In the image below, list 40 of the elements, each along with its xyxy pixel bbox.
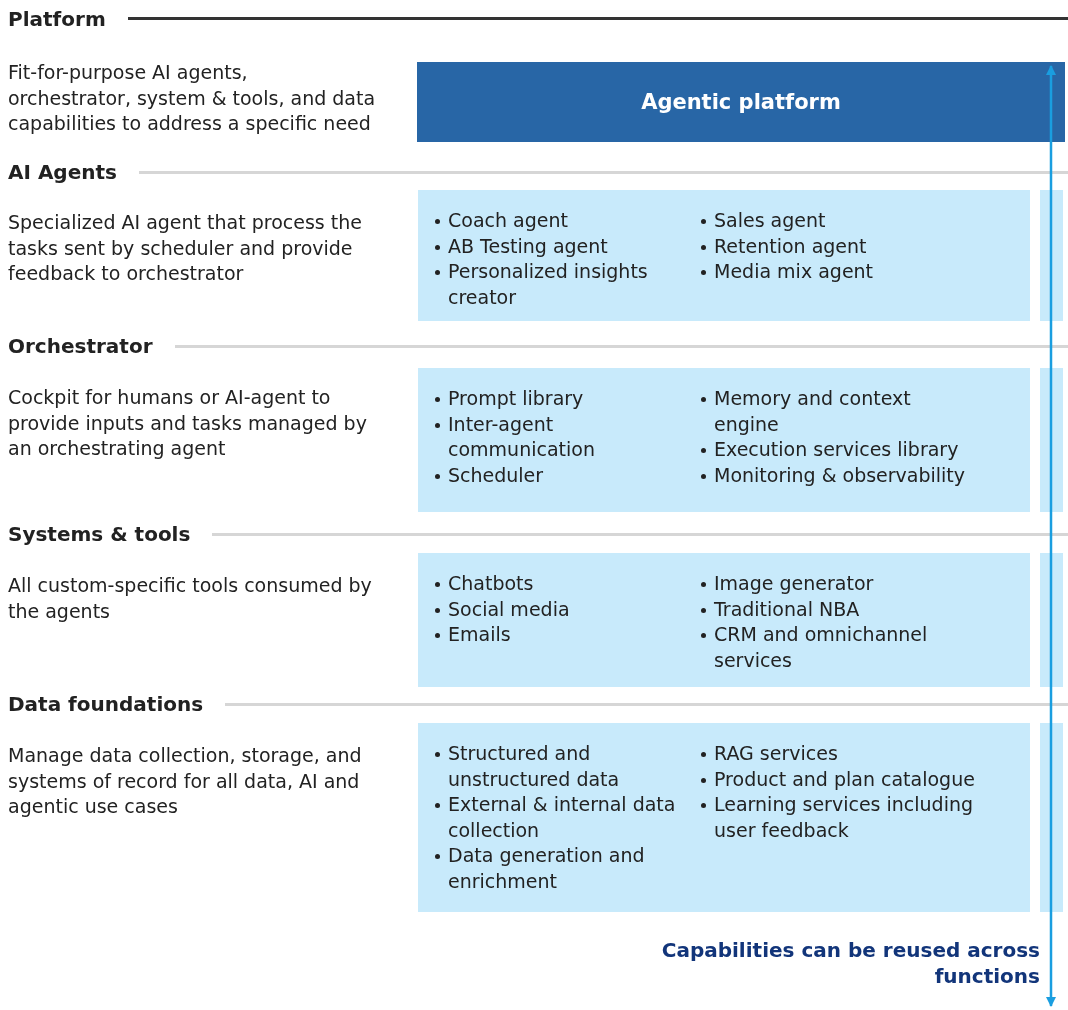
side-bar: [1040, 723, 1063, 912]
list-item-text: Image generator: [714, 572, 874, 594]
list-item-text: Scheduler: [448, 463, 544, 486]
section-description: Cockpit for humans or AI-agent to provide inputs and tasks managed by an orchestrating agent: [8, 385, 368, 461]
section-description: Fit-for-purpose AI agents, orchestrator, system & tools, and data capabilities to address a specific need: [8, 60, 376, 136]
platform-banner: [417, 62, 1065, 142]
list-item-text: Social media: [448, 597, 570, 620]
capability-panel: [418, 368, 1030, 512]
side-bar: [1040, 368, 1063, 512]
list-item-text: Learning services including user feedback: [714, 793, 974, 841]
list-item-text: Sales agent: [714, 209, 826, 231]
list-item-text: AB Testing agent: [448, 234, 608, 257]
section-description: All custom-specific tools consumed by the agents: [8, 573, 373, 624]
list-item-text: Monitoring & observability: [714, 463, 966, 486]
section-description: Manage data collection, storage, and systems of record for all data, AI and agentic use cases: [8, 743, 363, 819]
section-description: Specialized AI agent that process the tasks sent by scheduler and provide feedback to orchestrator: [8, 210, 363, 286]
capability-panel: [418, 723, 1030, 912]
list-item-text: Prompt library: [448, 387, 584, 409]
list-item-text: Structured and unstructured data: [448, 742, 620, 790]
list-item-text: CRM and omnichannel services: [714, 623, 928, 671]
list-item-text: Personalized insights creator: [448, 260, 648, 308]
list-item-text: Data generation and enrichment: [448, 844, 645, 892]
list-item-text: Product and plan catalogue: [714, 767, 975, 790]
list-item-text: Coach agent: [448, 209, 568, 231]
list-item-text: RAG services: [714, 742, 838, 764]
side-bar: [1040, 553, 1063, 687]
list-item-text: Memory and context engine: [714, 387, 911, 435]
list-item-text: Media mix agent: [714, 260, 874, 282]
list-item-text: External & internal data collection: [448, 793, 676, 841]
side-bar: [1040, 190, 1063, 321]
list-item-text: Traditional NBA: [714, 597, 860, 620]
capability-panel: [418, 553, 1030, 687]
arrow-caption: Capabilities can be reused across functions: [660, 938, 1040, 989]
capability-panel: [418, 190, 1030, 321]
list-item-text: Chatbots: [448, 572, 534, 594]
list-item-text: Inter-agent communication: [448, 412, 595, 460]
list-item-text: Retention agent: [714, 234, 867, 257]
list-item-text: Emails: [448, 623, 511, 645]
list-item-text: Execution services library: [714, 438, 959, 460]
banner-title: Agentic platform: [641, 90, 841, 114]
